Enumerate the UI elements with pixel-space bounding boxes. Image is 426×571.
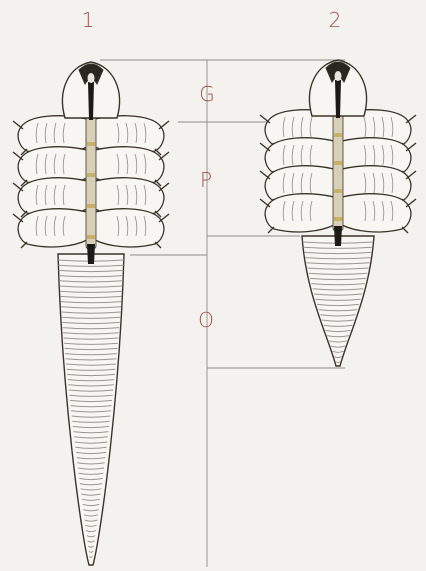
specimen-1-body-joint <box>87 204 95 208</box>
specimen-1-body-joint <box>87 235 95 239</box>
specimen-2-leg-left <box>265 194 334 232</box>
specimen-1-rostrum <box>88 82 94 120</box>
specimen-2-opisthosoma <box>302 236 374 366</box>
specimen-2-head-highlight <box>335 71 342 81</box>
specimen-2-body-joint <box>334 133 342 137</box>
specimen-1-genital-plate <box>87 244 95 264</box>
specimen-1-leg-left <box>18 209 87 247</box>
specimen-1-head-highlight <box>88 73 95 83</box>
specimen-1-label: 1 <box>82 8 95 32</box>
specimen-1-body-joint <box>87 173 95 177</box>
specimen-1-drawing <box>13 62 169 565</box>
specimen-2-drawing <box>260 60 416 366</box>
specimen-1-body-joint <box>87 142 95 146</box>
specimen-2-label: 2 <box>329 8 342 32</box>
specimen-2-body-joint <box>334 217 342 221</box>
specimen-2-genital-plate <box>334 226 342 246</box>
region-label-podosoma: P <box>200 168 212 192</box>
specimen-2-body-joint <box>334 189 342 193</box>
specimen-1-opisthosoma <box>58 254 124 565</box>
region-label-opisthosoma: O <box>198 308 214 332</box>
specimen-2-rostrum <box>335 80 341 118</box>
specimen-1-leg-right <box>95 209 164 247</box>
specimen-2-body-joint <box>334 161 342 165</box>
specimen-2-leg-right <box>342 194 411 232</box>
region-label-gnathosoma: G <box>199 82 215 106</box>
